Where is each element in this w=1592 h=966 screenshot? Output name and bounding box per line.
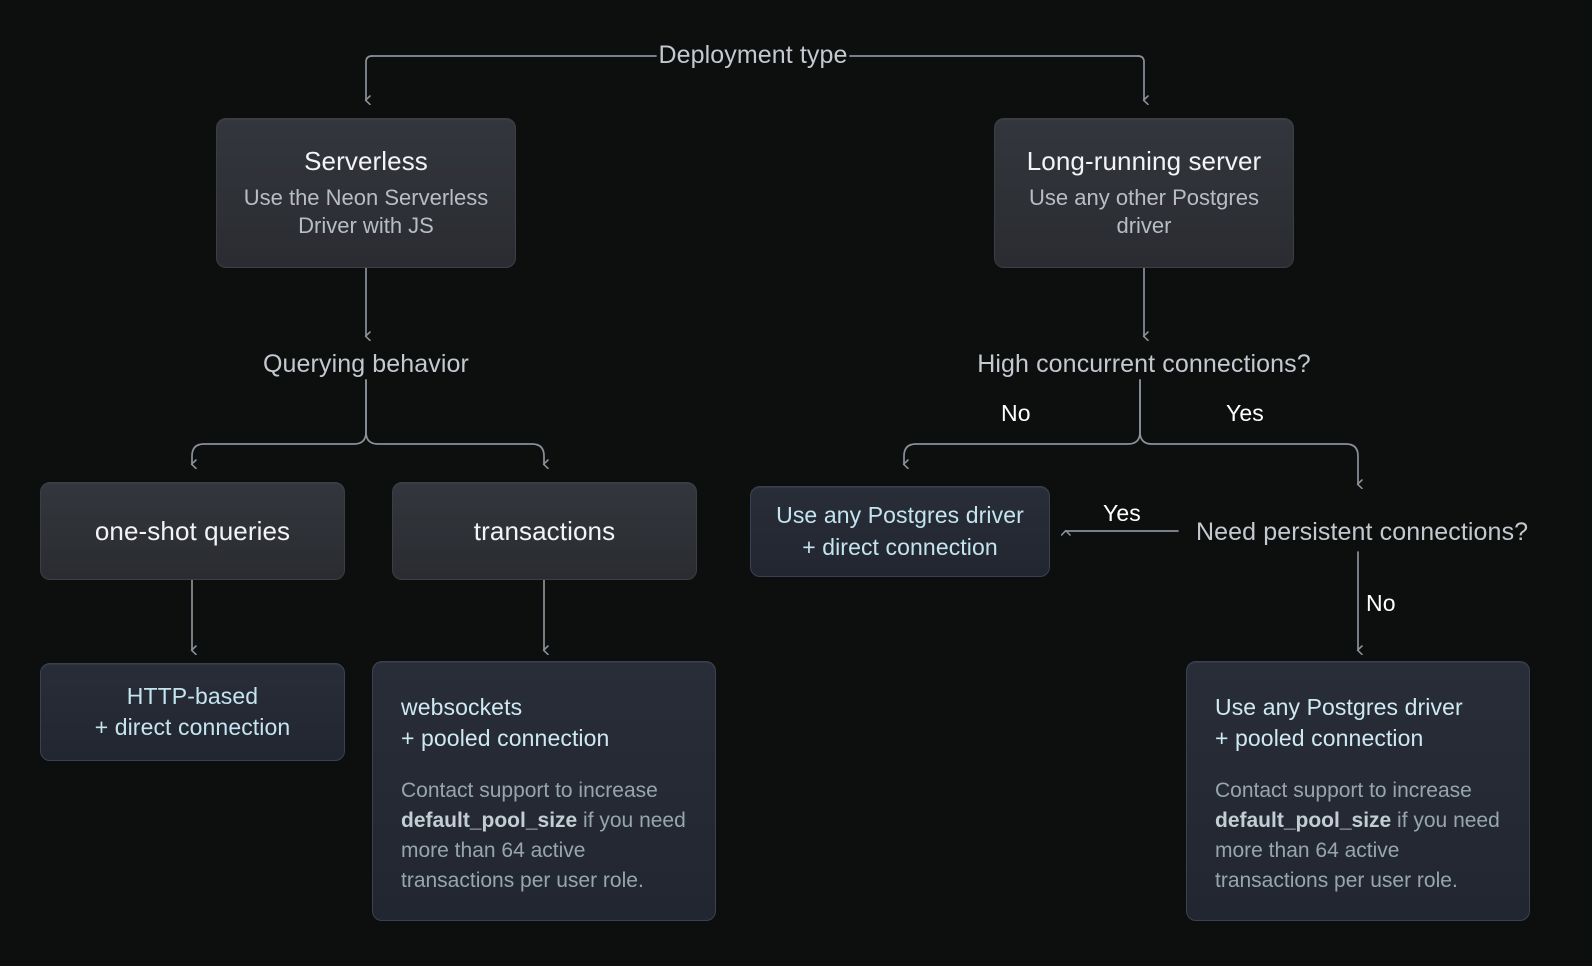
node-long-running-server-title: Long-running server — [1026, 146, 1262, 177]
node-long-running-server[interactable]: Long-running server Use any other Postgr… — [994, 118, 1294, 268]
node-use-postgres-driver-pooled-title: Use any Postgres driver + pooled connect… — [1215, 694, 1463, 752]
node-serverless[interactable]: Serverless Use the Neon Serverless Drive… — [216, 118, 516, 268]
node-one-shot-queries-title: one-shot queries — [94, 515, 291, 546]
node-websockets-pooled-title: websockets + pooled connection — [401, 694, 610, 752]
note-suffix: if you need more than 64 active transact… — [1215, 808, 1500, 892]
note-prefix: Contact support to increase — [401, 779, 658, 803]
node-use-postgres-driver-pooled[interactable]: Use any Postgres driver + pooled connect… — [1186, 661, 1530, 921]
note-prefix: Contact support to increase — [1215, 779, 1472, 803]
note-code: default_pool_size — [401, 808, 578, 832]
node-long-running-server-subtitle: Use any other Postgres driver — [1029, 184, 1259, 239]
decision-need-persistent-connections: Need persistent connections? — [1196, 518, 1529, 546]
branch-label-persistent-no: No — [1366, 590, 1396, 616]
node-websockets-pooled-note: Contact support to increase default_pool… — [401, 776, 687, 895]
branch-label-persistent-yes: Yes — [1103, 500, 1141, 526]
decision-querying-behavior: Querying behavior — [263, 350, 469, 378]
node-one-shot-queries[interactable]: one-shot queries — [40, 482, 345, 580]
node-http-based-direct[interactable]: HTTP-based + direct connection — [40, 663, 345, 761]
decision-high-concurrent-connections: High concurrent connections? — [977, 350, 1311, 378]
node-serverless-title: Serverless — [304, 146, 428, 177]
root-decision-label: Deployment type — [658, 41, 848, 69]
branch-label-high-no: No — [1001, 400, 1031, 426]
branch-label-high-yes: Yes — [1226, 400, 1264, 426]
node-http-based-direct-title: HTTP-based + direct connection — [94, 682, 291, 740]
note-suffix: if you need more than 64 active transact… — [401, 808, 686, 892]
node-transactions[interactable]: transactions — [392, 482, 697, 580]
note-code: default_pool_size — [1215, 808, 1392, 832]
node-transactions-title: transactions — [473, 515, 616, 546]
node-serverless-subtitle: Use the Neon Serverless Driver with JS — [243, 184, 489, 239]
node-use-postgres-driver-pooled-note: Contact support to increase default_pool… — [1215, 776, 1501, 895]
node-use-postgres-driver-direct[interactable]: Use any Postgres driver + direct connect… — [750, 486, 1050, 577]
node-websockets-pooled[interactable]: websockets + pooled connection Contact s… — [372, 661, 716, 921]
node-use-postgres-driver-direct-title: Use any Postgres driver + direct connect… — [776, 502, 1024, 560]
